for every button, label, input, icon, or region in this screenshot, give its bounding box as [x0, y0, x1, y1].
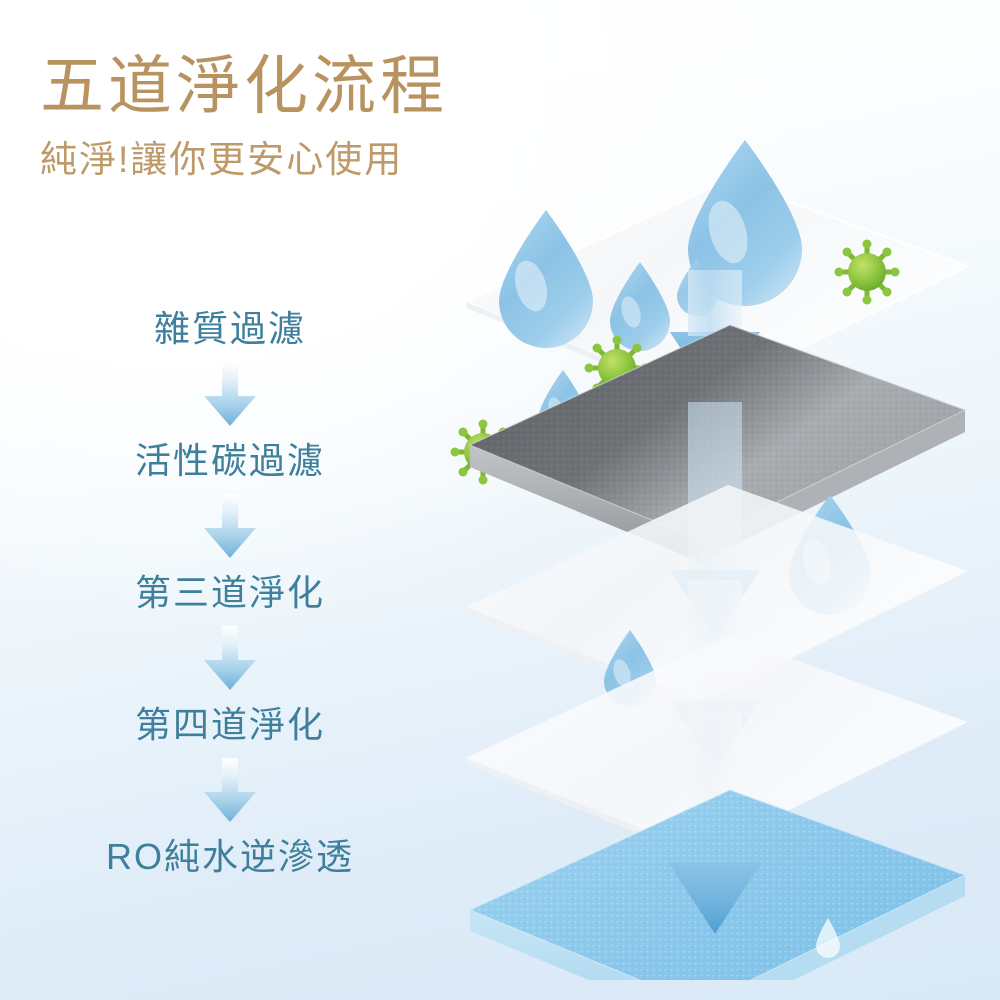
flow-arrow-2 — [60, 490, 400, 564]
flow-step-1: 雜質過濾 — [60, 300, 400, 358]
water-droplet-icon — [610, 262, 670, 352]
flow-step-5: RO純水逆滲透 — [60, 828, 400, 886]
heading-block: 五道淨化流程 純淨!讓你更安心使用 — [40, 50, 560, 181]
arrow-down-icon — [204, 626, 256, 690]
page-subtitle: 純淨!讓你更安心使用 — [40, 139, 404, 181]
germ-icon — [834, 239, 900, 305]
arrow-down-icon — [204, 494, 256, 558]
filter-stack-illustration — [430, 110, 1000, 980]
water-droplet-icon — [816, 918, 840, 958]
flow-step-label: RO純水逆滲透 — [105, 836, 354, 877]
flow-step-label: 第三道淨化 — [134, 572, 325, 613]
arrow-down-icon — [204, 362, 256, 426]
flow-step-2: 活性碳過濾 — [60, 432, 400, 490]
water-droplet-icon — [688, 140, 802, 306]
flow-arrow-4 — [60, 754, 400, 828]
flow-step-label: 第四道淨化 — [134, 704, 325, 745]
page-title: 五道淨化流程 — [40, 50, 448, 122]
flow-arrow-1 — [60, 358, 400, 432]
flow-step-4: 第四道淨化 — [60, 696, 400, 754]
flow-arrow-3 — [60, 622, 400, 696]
filter-layers-diagram — [450, 140, 971, 980]
process-flow-list: 雜質過濾 活性碳過濾 — [60, 300, 400, 886]
water-droplet-icon — [499, 210, 593, 348]
flow-step-3: 第三道淨化 — [60, 564, 400, 622]
flow-step-label: 活性碳過濾 — [134, 440, 325, 481]
flow-arrowhead-final — [668, 862, 762, 934]
arrow-down-icon — [204, 758, 256, 822]
flow-step-label: 雜質過濾 — [153, 308, 306, 349]
